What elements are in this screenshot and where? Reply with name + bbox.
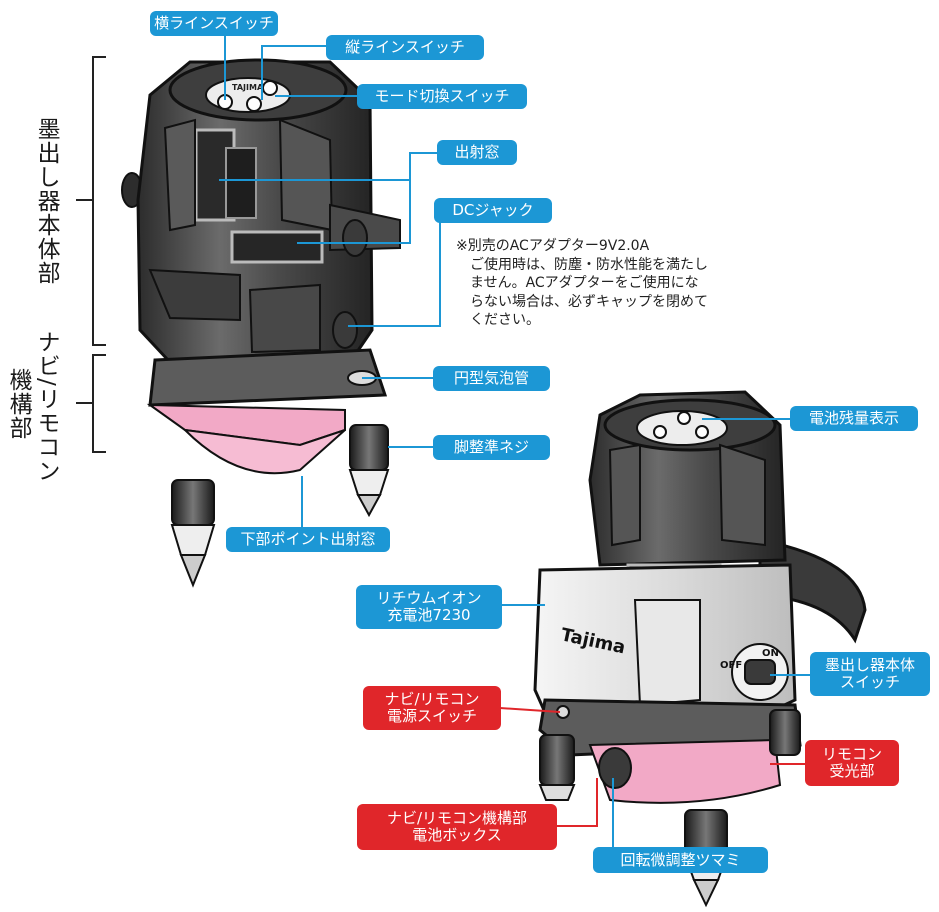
label-navi-battery-box: ナビ/リモコン機構部 電池ボックス xyxy=(357,804,557,850)
side-label-navi-1: ナビ/リモコン xyxy=(33,330,60,483)
label-line: リモコン xyxy=(821,745,882,764)
label-line: ナビ/リモコン xyxy=(384,690,480,709)
side-label-navi-2: 機構部 xyxy=(5,368,32,440)
label-vertical-line-switch: 縦ラインスイッチ xyxy=(326,35,484,60)
label-main-switch: 墨出し器本体 スイッチ xyxy=(810,652,930,696)
side-label-body: 墨出し器本体部 xyxy=(33,117,60,285)
label-emission-window: 出射窓 xyxy=(437,140,517,165)
label-line: ナビ/リモコン機構部 xyxy=(386,809,528,828)
label-li-ion-battery: リチウムイオン 充電池7230 xyxy=(356,585,502,629)
label-battery-level: 電池残量表示 xyxy=(790,406,918,431)
label-line: 受光部 xyxy=(829,762,875,780)
label-line: リチウムイオン xyxy=(376,589,482,608)
note-line: ください。 xyxy=(470,312,540,328)
note-line: ※別売のACアダプター9V2.0A xyxy=(456,238,650,254)
leader-lines-red xyxy=(499,707,805,827)
label-bottom-point-window: 下部ポイント出射窓 xyxy=(226,527,390,552)
switch-off-text: OFF xyxy=(720,660,742,671)
note-line: ません。ACアダプターをご使用にな xyxy=(470,275,699,291)
label-horizontal-line-switch: 横ラインスイッチ xyxy=(150,11,278,36)
laser-level-rear-view: Tajima OFF ON xyxy=(533,390,867,908)
main-switch-knob[interactable] xyxy=(744,659,776,685)
label-mode-switch: モード切換スイッチ xyxy=(357,84,527,109)
leader-lines xyxy=(219,30,810,847)
label-line: スイッチ xyxy=(839,673,900,691)
note-line: ご使用時は、防塵・防水性能を満たし xyxy=(470,256,708,273)
device-1-brand: TAJIMA xyxy=(232,83,264,92)
label-line: 電池ボックス xyxy=(412,826,502,844)
label-leveling-screw: 脚整準ネジ xyxy=(433,435,550,460)
label-dc-jack: DCジャック xyxy=(434,198,552,223)
label-fine-rotation-knob: 回転微調整ツマミ xyxy=(593,847,768,873)
label-line: 電源スイッチ xyxy=(386,707,477,725)
laser-level-front-view: TAJIMA xyxy=(121,58,401,588)
label-line: 墨出し器本体 xyxy=(824,656,915,675)
note-line: らない場合は、必ずキャップを閉めて xyxy=(470,293,708,310)
switch-on-text: ON xyxy=(762,648,779,659)
label-remote-receiver: リモコン 受光部 xyxy=(805,740,899,786)
label-bubble-vial: 円型気泡管 xyxy=(433,366,550,391)
side-bracket xyxy=(76,56,106,453)
label-navi-power-switch: ナビ/リモコン 電源スイッチ xyxy=(363,686,501,730)
label-line: 充電池7230 xyxy=(387,606,471,624)
dc-jack-note: ※別売のACアダプター9V2.0A ご使用時は、防塵・防水性能を満たし ません。… xyxy=(456,237,708,330)
